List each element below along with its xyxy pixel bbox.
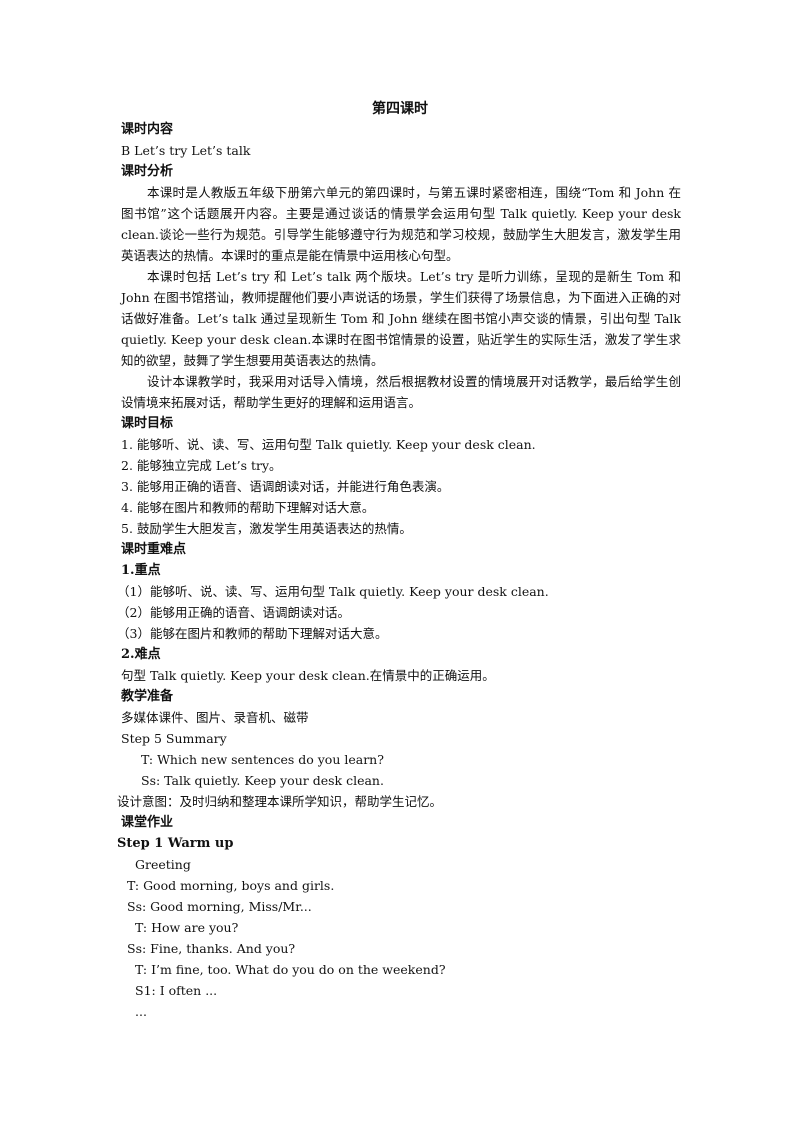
summary-dialogue-line: T: Which new sentences do you learn? <box>141 752 384 767</box>
warmup-step-heading: Step 1 Warm up <box>117 836 234 851</box>
preparation-text: 多媒体课件、图片、录音机、磁带 <box>121 710 309 725</box>
analysis-paragraph-1: 本课时是人教版五年级下册第六单元的第四课时，与第五课时紧密相连，围绕“Tom 和… <box>121 185 681 263</box>
warmup-dialogue-line: Ss: Good morning, Miss/Mr... <box>127 899 312 914</box>
subheading-key-points: 1.重点 <box>121 563 161 578</box>
section-heading-homework: 课堂作业 <box>121 815 174 830</box>
section-heading-analysis: 课时分析 <box>121 164 174 179</box>
section-heading-content: 课时内容 <box>121 122 174 137</box>
goal-item: 5. 鼓励学生大胆发言，激发学生用英语表达的热情。 <box>121 521 412 536</box>
warmup-dialogue-line: T: Good morning, boys and girls. <box>127 878 335 893</box>
goal-item: 2. 能够独立完成 Let’s try。 <box>121 458 282 473</box>
key-point-item: （3）能够在图片和教师的帮助下理解对话大意。 <box>117 626 388 641</box>
warmup-dialogue-line: Ss: Fine, thanks. And you? <box>127 941 296 956</box>
summary-dialogue-line: Ss: Talk quietly. Keep your desk clean. <box>141 773 384 788</box>
analysis-paragraph-3: 设计本课教学时，我采用对话导入情境，然后根据教材设置的情境展开对话教学，最后给学… <box>121 374 681 410</box>
section-heading-preparation: 教学准备 <box>121 689 174 704</box>
goal-item: 4. 能够在图片和教师的帮助下理解对话大意。 <box>121 500 375 515</box>
section-heading-key-difficulty: 课时重难点 <box>121 542 187 557</box>
summary-step-heading: Step 5 Summary <box>121 731 227 746</box>
goal-item: 3. 能够用正确的语音、语调朗读对话，并能进行角色表演。 <box>121 479 450 494</box>
analysis-paragraph-2: 本课时包括 Let’s try 和 Let’s talk 两个版块。Let’s … <box>121 269 681 368</box>
warmup-dialogue-line: Greeting <box>135 857 191 872</box>
page-title: 第四课时 <box>372 101 428 117</box>
warmup-dialogue-line: S1: I often ... <box>135 983 218 998</box>
goal-item: 1. 能够听、说、读、写、运用句型 Talk quietly. Keep you… <box>121 437 536 452</box>
difficulty-text: 句型 Talk quietly. Keep your desk clean.在情… <box>121 668 495 683</box>
warmup-dialogue-line: T: How are you? <box>135 920 239 935</box>
key-point-item: （1）能够听、说、读、写、运用句型 Talk quietly. Keep you… <box>117 584 549 599</box>
warmup-dialogue-line: T: I’m fine, too. What do you do on the … <box>135 962 446 977</box>
section-heading-goals: 课时目标 <box>121 416 174 431</box>
subheading-difficulty: 2.难点 <box>121 647 161 662</box>
warmup-dialogue-line: ... <box>135 1004 147 1019</box>
key-point-item: （2）能够用正确的语音、语调朗读对话。 <box>117 605 350 620</box>
content-text: B Let’s try Let’s talk <box>121 143 251 158</box>
design-intent-note: 设计意图：及时归纳和整理本课所学知识，帮助学生记忆。 <box>117 794 443 809</box>
document-body: 课时内容 B Let’s try Let’s talk 课时分析 本课时是人教版… <box>117 119 681 1022</box>
